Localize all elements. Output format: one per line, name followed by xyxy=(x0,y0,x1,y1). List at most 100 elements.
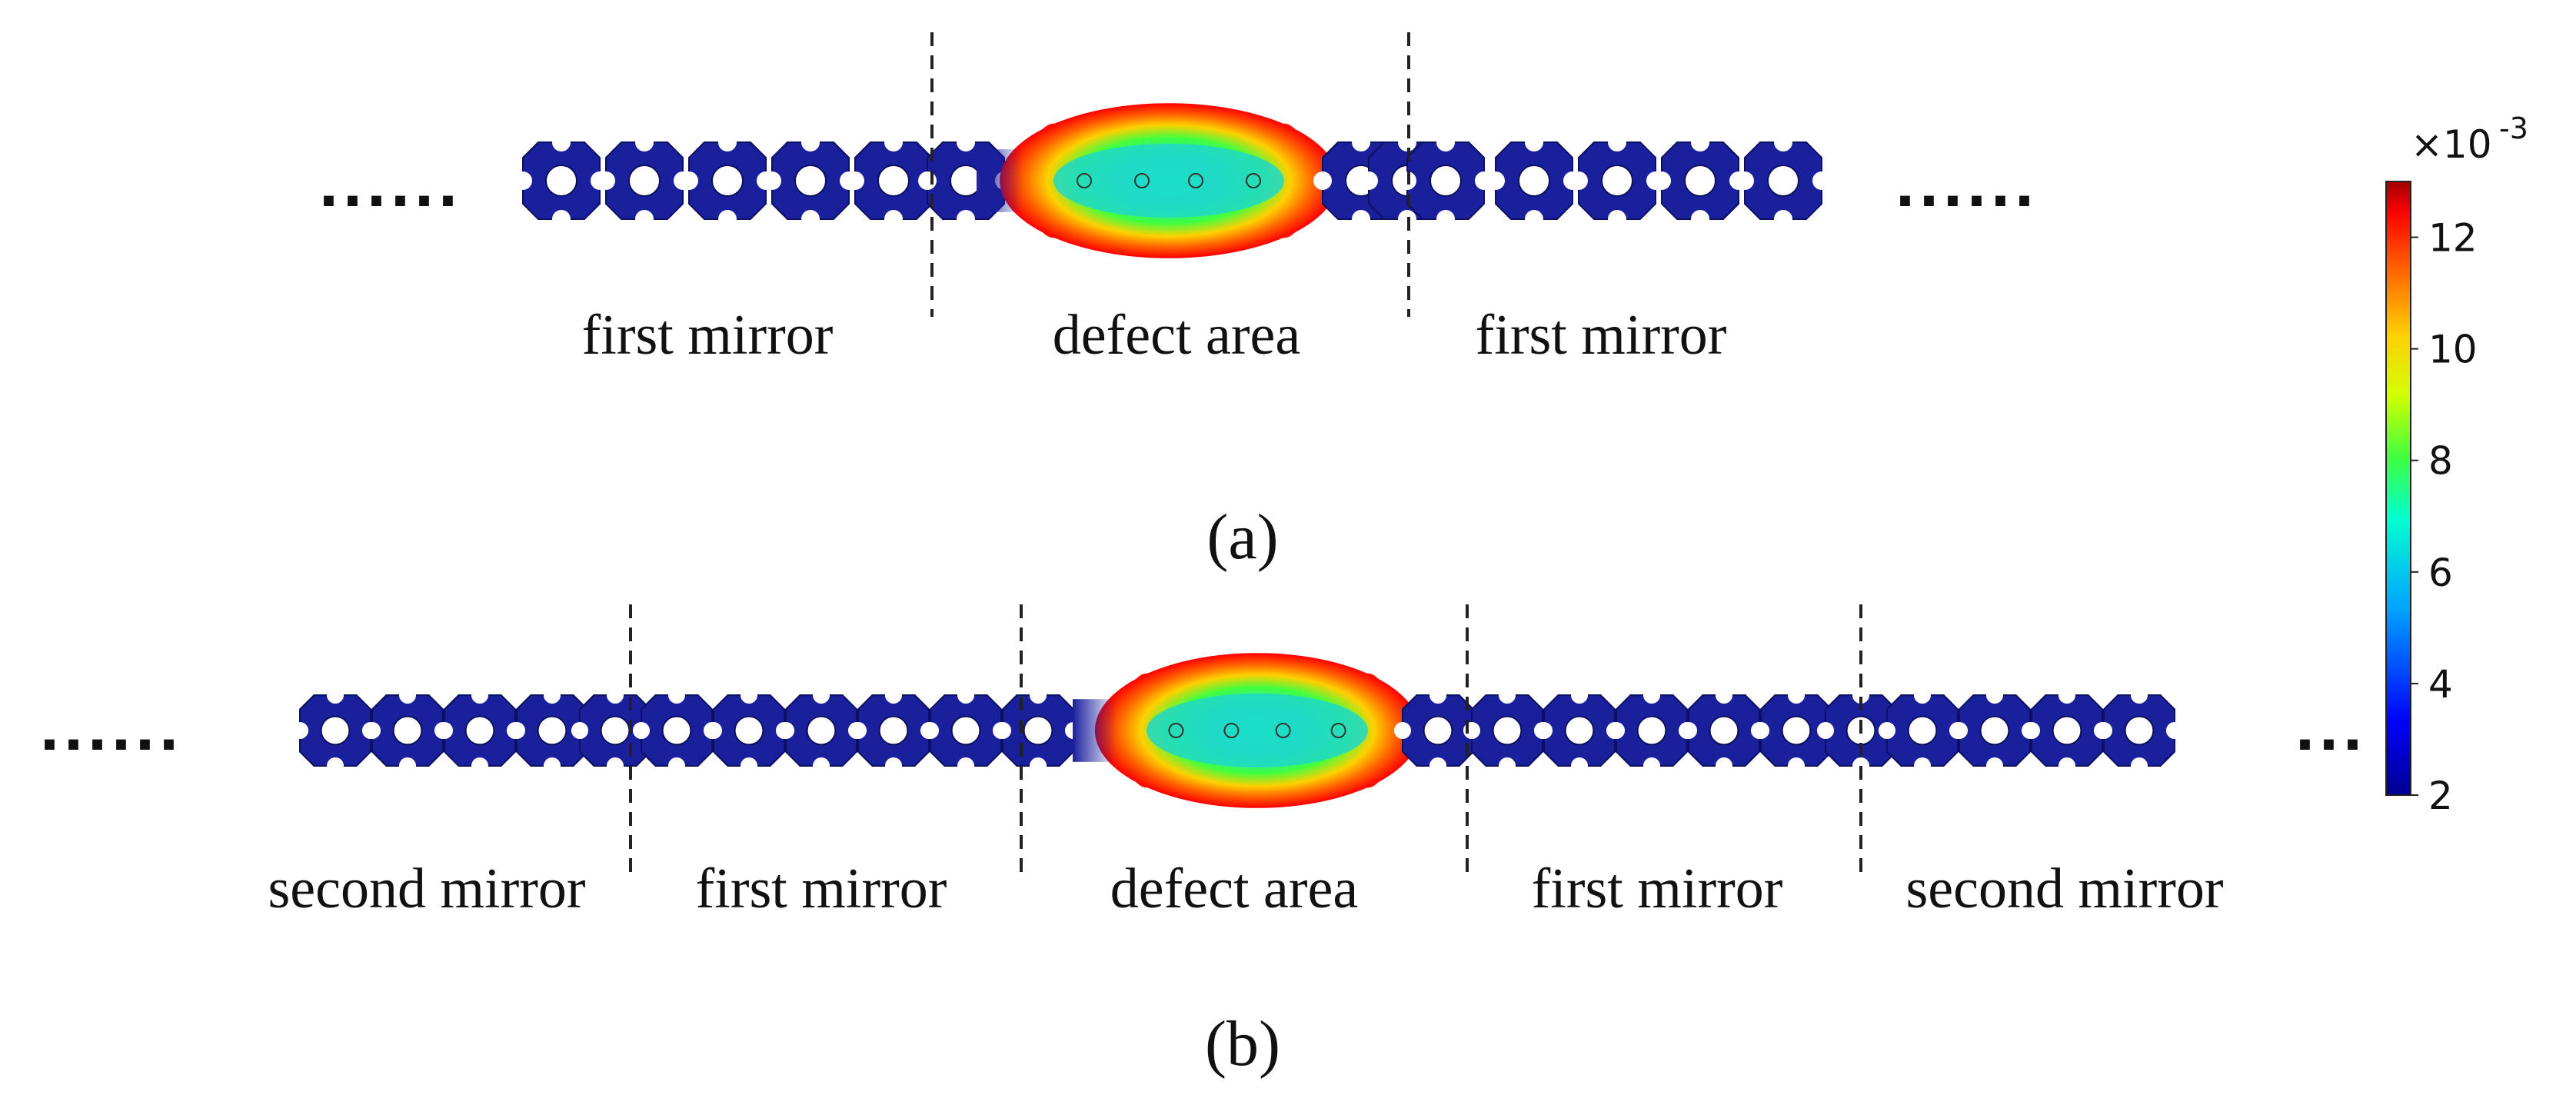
cell-hole xyxy=(1907,715,1938,746)
cell-notch xyxy=(1608,210,1626,228)
cell-notch xyxy=(1774,133,1792,151)
cell-notch xyxy=(2165,721,2184,740)
defect-hole xyxy=(1188,173,1203,188)
cell-notch xyxy=(718,133,737,151)
defect-hole xyxy=(1275,723,1291,738)
cell-notch xyxy=(1913,757,1932,775)
cell-notch xyxy=(884,133,903,151)
phononic-chain-b xyxy=(291,653,2184,808)
cell-notch xyxy=(552,210,571,228)
cell-notch xyxy=(1607,721,1626,740)
defect-hole xyxy=(1077,173,1092,188)
cell-notch xyxy=(398,686,417,704)
cell-hole xyxy=(878,715,909,746)
cell-notch xyxy=(1352,210,1370,228)
label-second-mirror-left: second mirror xyxy=(268,857,585,920)
cell-notch xyxy=(1535,721,1553,740)
colorbar-exponent: -3 xyxy=(2499,111,2528,145)
cell-notch xyxy=(1774,210,1792,228)
cell-notch xyxy=(812,757,830,775)
cell-notch xyxy=(1429,686,1447,704)
cell-notch xyxy=(957,210,975,228)
cell-notch xyxy=(1352,133,1370,151)
cell-notch xyxy=(921,721,940,740)
cell-notch xyxy=(957,686,975,704)
cell-notch xyxy=(1985,757,2004,775)
cell-notch xyxy=(2130,686,2148,704)
label-defect-area: defect area xyxy=(1053,304,1300,367)
panel-b: ...... ... second mirror first mirror de… xyxy=(40,604,2362,1080)
colorbar-tick-label: 4 xyxy=(2428,662,2453,707)
cell-notch xyxy=(667,686,686,704)
cell-notch xyxy=(1029,757,1047,775)
cell-notch xyxy=(763,171,781,190)
panel-a: ...... ...... first mirror defect area f… xyxy=(319,32,2039,573)
cell-notch xyxy=(597,171,615,190)
cell-hole xyxy=(661,715,692,746)
defect-field xyxy=(1073,653,1420,808)
label-first-mirror-right-b: first mirror xyxy=(1532,857,1783,920)
cell-notch xyxy=(1985,686,2004,704)
ellipsis-left-a: ...... xyxy=(319,145,462,221)
cell-notch xyxy=(552,133,571,151)
defect-field xyxy=(977,103,1338,258)
cell-notch xyxy=(435,721,454,740)
label-first-mirror-left: first mirror xyxy=(582,304,834,367)
cell-notch xyxy=(957,133,975,151)
cell-notch xyxy=(2022,721,2041,740)
cell-notch xyxy=(398,757,417,775)
cell-notch xyxy=(543,686,561,704)
cell-notch xyxy=(2058,757,2076,775)
cell-notch xyxy=(635,133,654,151)
cell-notch xyxy=(1652,171,1671,190)
cell-notch xyxy=(884,757,903,775)
cell-notch xyxy=(606,686,624,704)
cell-notch xyxy=(471,757,489,775)
cell-notch xyxy=(2095,721,2113,740)
cell-notch xyxy=(1691,210,1709,228)
cell-hole xyxy=(392,715,423,746)
cell-notch xyxy=(1429,757,1447,775)
colorbar-tick-label: 2 xyxy=(2428,774,2453,818)
cell-hole xyxy=(734,715,764,746)
cell-notch xyxy=(543,757,561,775)
cell-notch xyxy=(2130,757,2148,775)
cell-notch xyxy=(326,686,344,704)
caption-a: (a) xyxy=(1206,501,1278,573)
label-first-mirror-left-b: first mirror xyxy=(696,857,947,920)
cell-notch xyxy=(2058,686,2076,704)
defect-hole xyxy=(1134,173,1150,188)
label-first-mirror-right: first mirror xyxy=(1476,304,1727,367)
cell-notch xyxy=(718,210,737,228)
cell-hole xyxy=(1492,715,1523,746)
cell-notch xyxy=(993,721,1012,740)
cell-notch xyxy=(1816,721,1835,740)
cell-notch xyxy=(326,757,344,775)
cell-notch xyxy=(1679,721,1698,740)
cell-notch xyxy=(1752,721,1770,740)
defect-hole xyxy=(1223,723,1240,738)
cell-notch xyxy=(1852,686,1870,704)
defect-hole xyxy=(1246,173,1261,188)
cell-notch xyxy=(667,757,686,775)
cell-hole xyxy=(2052,715,2082,746)
cell-notch xyxy=(571,721,589,740)
cell-hole xyxy=(600,715,631,746)
cell-notch xyxy=(1570,757,1589,775)
cell-hole xyxy=(1564,715,1595,746)
cell-notch xyxy=(884,686,903,704)
colorbar-tick-label: 12 xyxy=(2428,216,2478,261)
cell-notch xyxy=(849,721,867,740)
colorbar-bar xyxy=(2385,181,2411,796)
cell-hole xyxy=(1423,715,1453,746)
defect-hole xyxy=(1168,723,1184,738)
cell-hole xyxy=(320,715,351,746)
cell-notch xyxy=(291,721,309,740)
cell-notch xyxy=(1812,171,1831,190)
ellipsis-right-a: ...... xyxy=(1895,145,2039,221)
cell-notch xyxy=(635,210,654,228)
cell-notch xyxy=(1398,133,1416,151)
cell-notch xyxy=(1029,686,1047,704)
cell-notch xyxy=(1436,133,1455,151)
cell-hole xyxy=(794,165,827,197)
